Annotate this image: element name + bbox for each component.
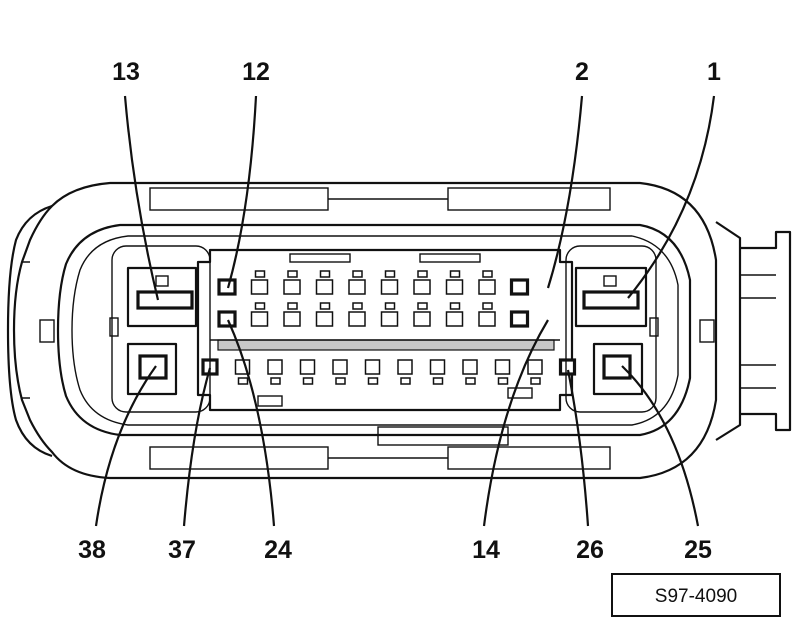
pin-contact-tab <box>254 270 266 278</box>
pin-contact-tab <box>400 377 411 385</box>
pin-contact-tab <box>417 302 428 310</box>
pin-label-12: 12 <box>242 58 270 86</box>
pin-contact <box>315 279 334 295</box>
right-cavities <box>565 245 659 413</box>
pin-contact-tab <box>384 270 396 278</box>
leader-14 <box>482 319 549 527</box>
pin-contact-tab <box>497 377 509 385</box>
leader-13 <box>123 95 160 301</box>
pin-contact-tab <box>237 377 249 385</box>
pin-contact-tab <box>352 270 363 278</box>
pin-contact <box>217 278 237 296</box>
pin-contact <box>527 359 543 375</box>
left-cavities <box>109 245 211 413</box>
pin-contact <box>478 311 496 327</box>
pin-contact-tab <box>449 302 461 310</box>
figure-reference: S97-4090 <box>655 586 737 607</box>
pin-contact-tab <box>482 270 493 278</box>
pin-label-14: 14 <box>472 536 500 564</box>
pin-contact <box>267 359 283 375</box>
pin-label-13: 13 <box>112 58 140 86</box>
pin-contact <box>299 359 316 375</box>
pin-contact <box>364 359 381 375</box>
pin-contact <box>558 358 577 376</box>
pin-contact <box>380 311 399 327</box>
pin-contact <box>397 359 413 375</box>
pin-contact-tab <box>287 270 298 278</box>
pin-contact <box>332 359 348 375</box>
pin-label-25: 25 <box>684 536 712 564</box>
pin-contact-tab <box>417 270 428 278</box>
pin-contact <box>315 311 334 327</box>
leader-38 <box>94 365 157 527</box>
pin-contact-tab <box>287 302 298 310</box>
leader-12 <box>226 95 258 289</box>
pin-contact-tab <box>335 377 346 385</box>
pin-contact-tab <box>432 377 444 385</box>
pin-contact-tab <box>352 302 363 310</box>
leader-24 <box>226 319 276 527</box>
pin-field <box>196 248 574 412</box>
pin-contact <box>494 359 511 375</box>
pin-contact <box>413 311 431 327</box>
pin-contact-tab <box>319 302 331 310</box>
pin-label-26: 26 <box>576 536 604 564</box>
pin-label-24: 24 <box>264 536 292 564</box>
pin-contact <box>283 311 301 327</box>
pin-contact <box>429 359 446 375</box>
pin-contact <box>509 310 530 328</box>
pin-label-37: 37 <box>168 536 196 564</box>
pin-contact <box>250 311 269 327</box>
pin-contact <box>462 359 478 375</box>
leader-25 <box>621 365 700 527</box>
pin-label-1: 1 <box>707 58 721 86</box>
pin-contact <box>348 279 366 295</box>
leader-2 <box>546 95 584 289</box>
pin-contact-tab <box>482 302 493 310</box>
pin-grid <box>201 270 577 385</box>
pin-contact <box>250 279 269 295</box>
connector-housing <box>6 181 792 480</box>
pin-contact-tab <box>465 377 476 385</box>
leader-lines <box>94 95 716 527</box>
leader-37 <box>182 367 212 527</box>
pin-contact <box>413 279 431 295</box>
pin-contact <box>509 278 530 296</box>
pin-contact <box>445 279 464 295</box>
figure-reference-box: S97-4090 <box>611 573 781 617</box>
leader-26 <box>566 369 590 527</box>
pin-contact-tab <box>319 270 331 278</box>
pin-contact-tab <box>302 377 314 385</box>
leader-1 <box>627 95 716 299</box>
pin-label-2: 2 <box>575 58 589 86</box>
pin-contact-tab <box>270 377 281 385</box>
pin-contact-tab <box>367 377 379 385</box>
pin-contact-tab <box>384 302 396 310</box>
pin-label-38: 38 <box>78 536 106 564</box>
pin-contact <box>380 279 399 295</box>
pin-contact <box>445 311 464 327</box>
pin-labels: 13 12 2 1 38 37 24 14 26 25 <box>78 58 721 564</box>
pin-contact <box>478 279 496 295</box>
pin-contact-tab <box>530 377 541 385</box>
pin-contact <box>348 311 366 327</box>
pin-contact-tab <box>449 270 461 278</box>
pin-contact <box>217 310 237 328</box>
pin-contact-tab <box>254 302 266 310</box>
pin-contact <box>283 279 301 295</box>
